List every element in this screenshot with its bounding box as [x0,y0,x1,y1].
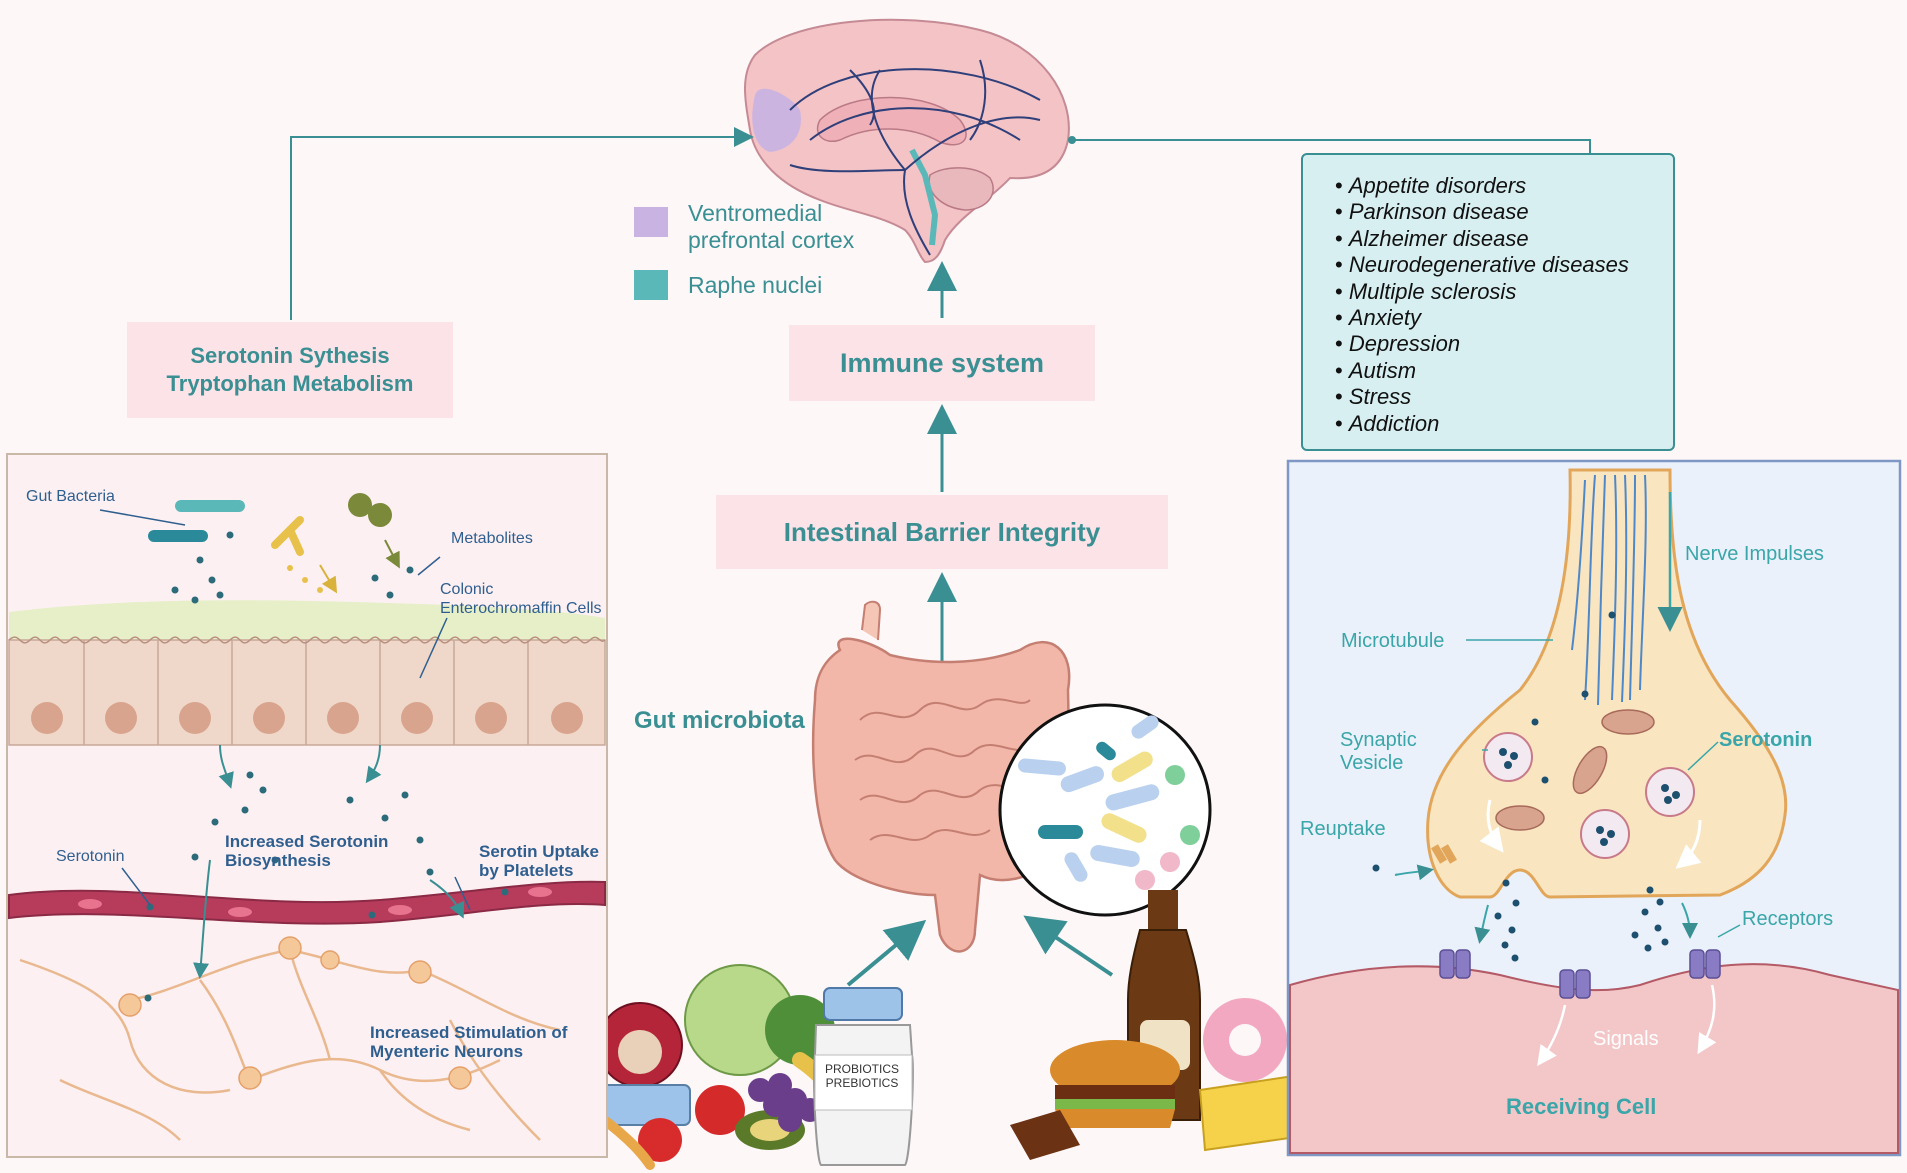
disease-item: Multiple sclerosis [1335,279,1673,305]
synapse-panel [1286,459,1902,1157]
platelet-uptake-label: Serotin Uptake by Platelets [479,842,599,880]
nerve-impulses-label: Nerve Impulses [1685,543,1824,565]
microtubule-label: Microtubule [1341,630,1445,652]
brain-illustration [744,18,1070,264]
stimulation-line1: Increased Stimulation of [370,1023,568,1042]
disease-item: Parkinson disease [1335,199,1673,225]
immune-system-box: Immune system [789,325,1095,401]
synaptic-vesicle-label: Synaptic Vesicle [1340,729,1417,775]
gut-lining-panel [6,453,608,1158]
bottle-label: PROBIOTICS PREBIOTICS [812,1062,912,1090]
increased-serotonin-line1: Increased Serotonin [225,832,389,851]
raphe-legend-swatch [634,270,668,300]
gut-microbiota-label: Gut microbiota [634,707,805,734]
disease-item: Anxiety [1335,305,1673,331]
junk-food-illustration [1010,890,1312,1160]
vmpfc-region [752,88,801,152]
metabolites-label: Metabolites [451,530,533,547]
serotonin-label-synapse: Serotonin [1719,729,1813,751]
disease-item: Appetite disorders [1335,173,1673,199]
serotonin-label-gut: Serotonin [56,848,125,865]
reuptake-label: Reuptake [1300,818,1386,840]
increased-serotonin-label: Increased Serotonin Biosynthesis [225,832,388,870]
synaptic-line1: Synaptic [1340,729,1417,751]
vmpfc-label-line2: prefrontal cortex [688,227,855,253]
disease-item: Alzheimer disease [1335,226,1673,252]
receiving-cell-label: Receiving Cell [1506,1094,1657,1119]
gut-bacteria-label: Gut Bacteria [26,488,115,505]
bottle-label-line1: PROBIOTICS [824,1062,899,1076]
receptors-label: Receptors [1742,908,1834,930]
disease-item: Stress [1335,384,1673,410]
stimulation-line2: Myenteric Neurons [370,1042,524,1061]
intestine-illustration [811,600,1071,953]
disease-item: Depression [1335,331,1673,357]
disease-list: Appetite disorders Parkinson disease Alz… [1335,173,1673,437]
platelet-uptake-line2: by Platelets [479,861,574,880]
microbe-magnifier [998,703,1212,917]
platelet-uptake-line1: Serotin Uptake [479,842,599,861]
raphe-legend-label: Raphe nuclei [688,272,823,298]
colonic-line1: Colonic [440,581,494,598]
serotonin-synthesis-line2: Tryptophan Metabolism [166,371,414,396]
bottle-label-line2: PREBIOTICS [825,1076,899,1090]
raphe-region [909,148,939,246]
intestinal-barrier-box: Intestinal Barrier Integrity [716,495,1168,569]
disease-item: Autism [1335,358,1673,384]
disease-item: Neurodegenerative diseases [1335,252,1673,278]
colonic-line2: Enterochromaffin Cells [440,600,602,617]
probiotics-bottle-illustration [812,987,914,1166]
colonic-ec-cells-label: Colonic Enterochromaffin Cells [440,580,602,618]
increased-serotonin-line2: Biosynthesis [225,851,331,870]
disease-item: Addiction [1335,411,1673,437]
vmpfc-label-line1: Ventromedial [688,200,823,226]
vmpfc-legend-swatch [634,207,668,237]
myenteric-stimulation-label: Increased Stimulation of Myenteric Neuro… [370,1023,567,1061]
signals-label: Signals [1593,1028,1659,1050]
disease-list-box: Appetite disorders Parkinson disease Alz… [1301,153,1675,451]
serotonin-synthesis-box: Serotonin Sythesis Tryptophan Metabolism [127,322,453,418]
synaptic-line2: Vesicle [1340,752,1404,774]
vmpfc-legend-label: Ventromedial prefrontal cortex [688,200,854,254]
serotonin-synthesis-line1: Serotonin Sythesis [190,343,390,368]
